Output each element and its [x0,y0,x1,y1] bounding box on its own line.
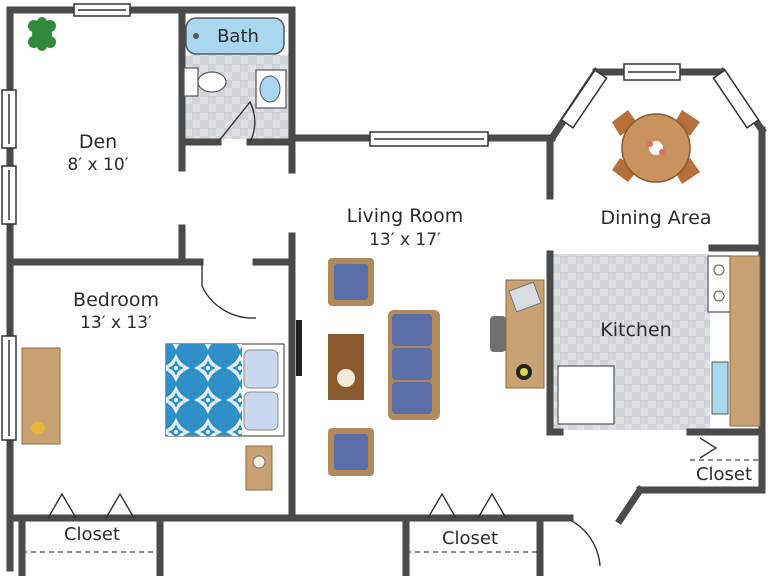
living-closet-label: Closet [442,528,498,549]
bedroom-closet-label: Closet [64,524,120,545]
den-label: Den [79,131,117,153]
window-icon [1,3,760,441]
sofa-icon [388,310,440,420]
kitchen-label: Kitchen [600,319,671,341]
nightstand [245,445,273,491]
dining-area-label: Dining Area [600,207,711,229]
den-dimensions: 8′ x 10′ [67,155,128,175]
living-room-label: Living Room [347,205,464,227]
living-room-dimensions: 13′ x 17′ [369,230,441,250]
counter [729,255,761,427]
office-chair-icon [490,316,506,352]
bathtub-icon [185,17,285,55]
door-swing-icon [47,100,718,567]
bedroom-label: Bedroom [73,289,159,311]
desk-icon [505,279,545,389]
kitchen-closet-label: Closet [696,464,752,485]
sink-icon [255,69,287,109]
bath-label: Bath [217,26,259,47]
closet-dashes [22,459,762,553]
plant-icon [28,17,56,51]
coffee-table [328,334,364,400]
kitchen-sink [711,361,729,415]
bedroom-dimensions: 13′ x 13′ [80,313,152,333]
dresser [21,347,61,445]
stove-icon [707,255,731,313]
armchair-icon [328,258,374,476]
bed-icon [165,343,285,437]
toilet-icon [183,67,227,97]
refrigerator-icon [557,365,615,425]
tv-icon [296,320,302,376]
dining-table-icon [612,110,700,184]
